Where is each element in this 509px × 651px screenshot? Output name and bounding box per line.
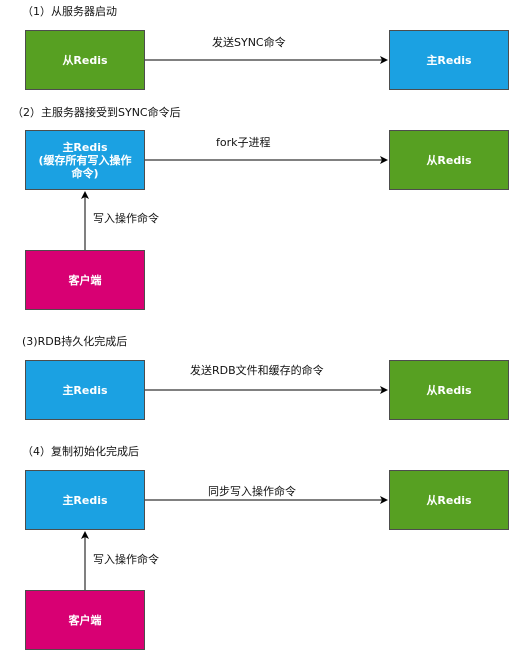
step4-edge-label: 同步写入操作命令 xyxy=(208,485,296,498)
step4-client-node: 客户端 xyxy=(25,590,145,650)
step2-client-edge-label: 写入操作命令 xyxy=(93,212,159,225)
step2-edge-label: fork子进程 xyxy=(216,136,271,149)
step1-master-redis-node: 主Redis xyxy=(389,30,509,90)
step4-title: （4）复制初始化完成后 xyxy=(22,445,139,458)
step3-slave-redis-node: 从Redis xyxy=(389,360,509,420)
step4-slave-redis-node: 从Redis xyxy=(389,470,509,530)
step3-master-redis-node: 主Redis xyxy=(25,360,145,420)
step4-client-edge-label: 写入操作命令 xyxy=(93,553,159,566)
step4-master-redis-node: 主Redis xyxy=(25,470,145,530)
step2-title: （2）主服务器接受到SYNC命令后 xyxy=(12,106,181,119)
step2-slave-redis-node: 从Redis xyxy=(389,130,509,190)
step3-edge-label: 发送RDB文件和缓存的命令 xyxy=(190,364,324,377)
step2-client-node: 客户端 xyxy=(25,250,145,310)
step1-slave-redis-node: 从Redis xyxy=(25,30,145,90)
step3-title: (3)RDB持久化完成后 xyxy=(22,335,128,348)
step1-edge-label: 发送SYNC命令 xyxy=(212,36,286,49)
step2-master-redis-node: 主Redis (缓存所有写入操作 命令) xyxy=(25,130,145,190)
step1-title: （1）从服务器启动 xyxy=(22,5,117,18)
